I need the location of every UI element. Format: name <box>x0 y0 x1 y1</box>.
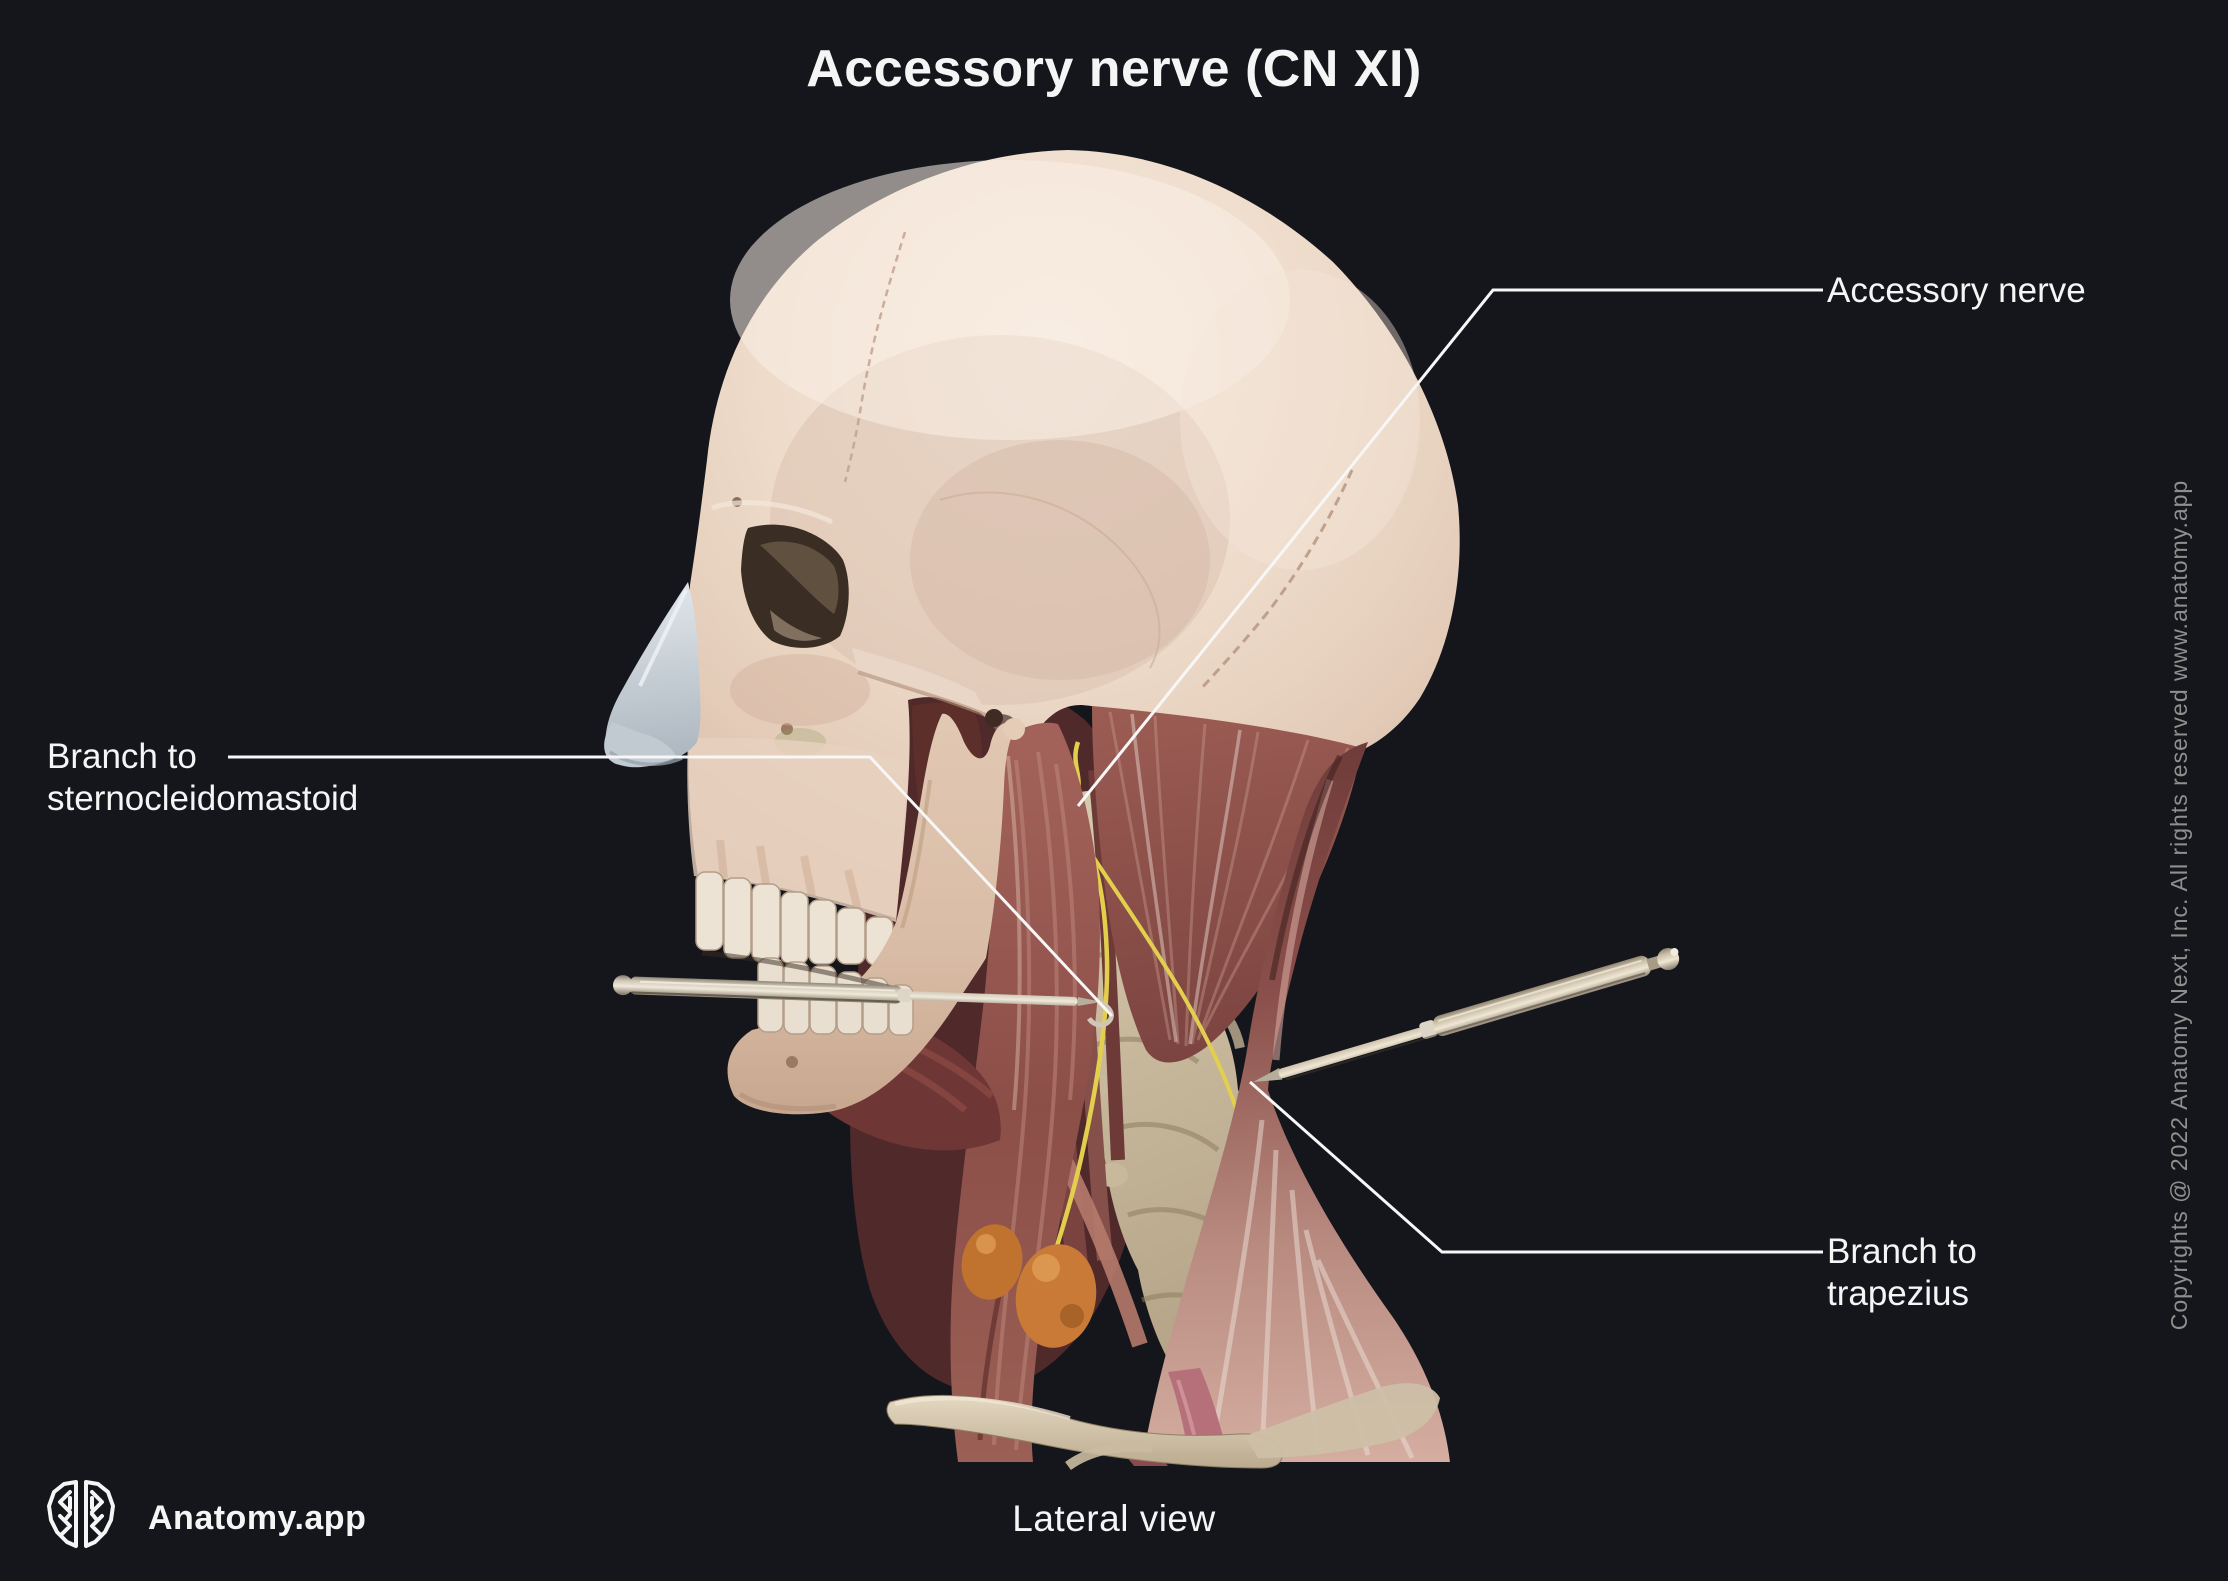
view-caption: Lateral view <box>1012 1498 1216 1539</box>
leader-accessory-nerve <box>1076 288 1823 807</box>
nose-cartilage <box>604 582 701 768</box>
clavicle <box>886 1383 1440 1471</box>
maxilla <box>687 737 908 922</box>
infraorbital-foramen <box>781 723 793 735</box>
trapezius-muscle <box>1142 742 1450 1462</box>
leader-branch-sternocleidomastoid <box>228 755 1114 1018</box>
retractor-pin-right <box>1253 947 1680 1082</box>
mental-foramen <box>786 1056 798 1068</box>
leader-branch-trapezius <box>1249 1080 1823 1254</box>
glands <box>961 1224 1097 1348</box>
skull <box>687 150 1460 962</box>
copyright-text: Copyrights @ 2022 Anatomy Next, Inc. All… <box>2166 479 2192 1331</box>
brand-name: Anatomy.app <box>148 1499 367 1537</box>
lambdoid-suture <box>1198 469 1354 692</box>
coronal-suture <box>843 231 907 483</box>
zygomatic-arch <box>852 648 988 716</box>
splenius-muscle <box>1092 706 1362 1063</box>
label-accessory-nerve: Accessory nerve <box>1827 271 2086 310</box>
temporal-line <box>939 491 1161 669</box>
mandible-condyle <box>1003 718 1025 740</box>
ear-canal <box>985 709 1003 727</box>
page-title: Accessory nerve (CN XI) <box>806 40 1422 98</box>
brain-logo-icon <box>47 1480 115 1548</box>
scapular-spine <box>1245 1383 1440 1458</box>
occlusion-line <box>701 950 901 993</box>
label-branch-trapezius: Branch to trapezius <box>1827 1232 1977 1313</box>
leader-lines <box>228 288 1823 1254</box>
mandible <box>727 713 1025 1115</box>
label-branch-sternocleidomastoid: Branch to sternocleidomastoid <box>47 737 359 818</box>
retractor-pin-left <box>612 975 1114 1028</box>
first-rib <box>1065 1441 1153 1471</box>
